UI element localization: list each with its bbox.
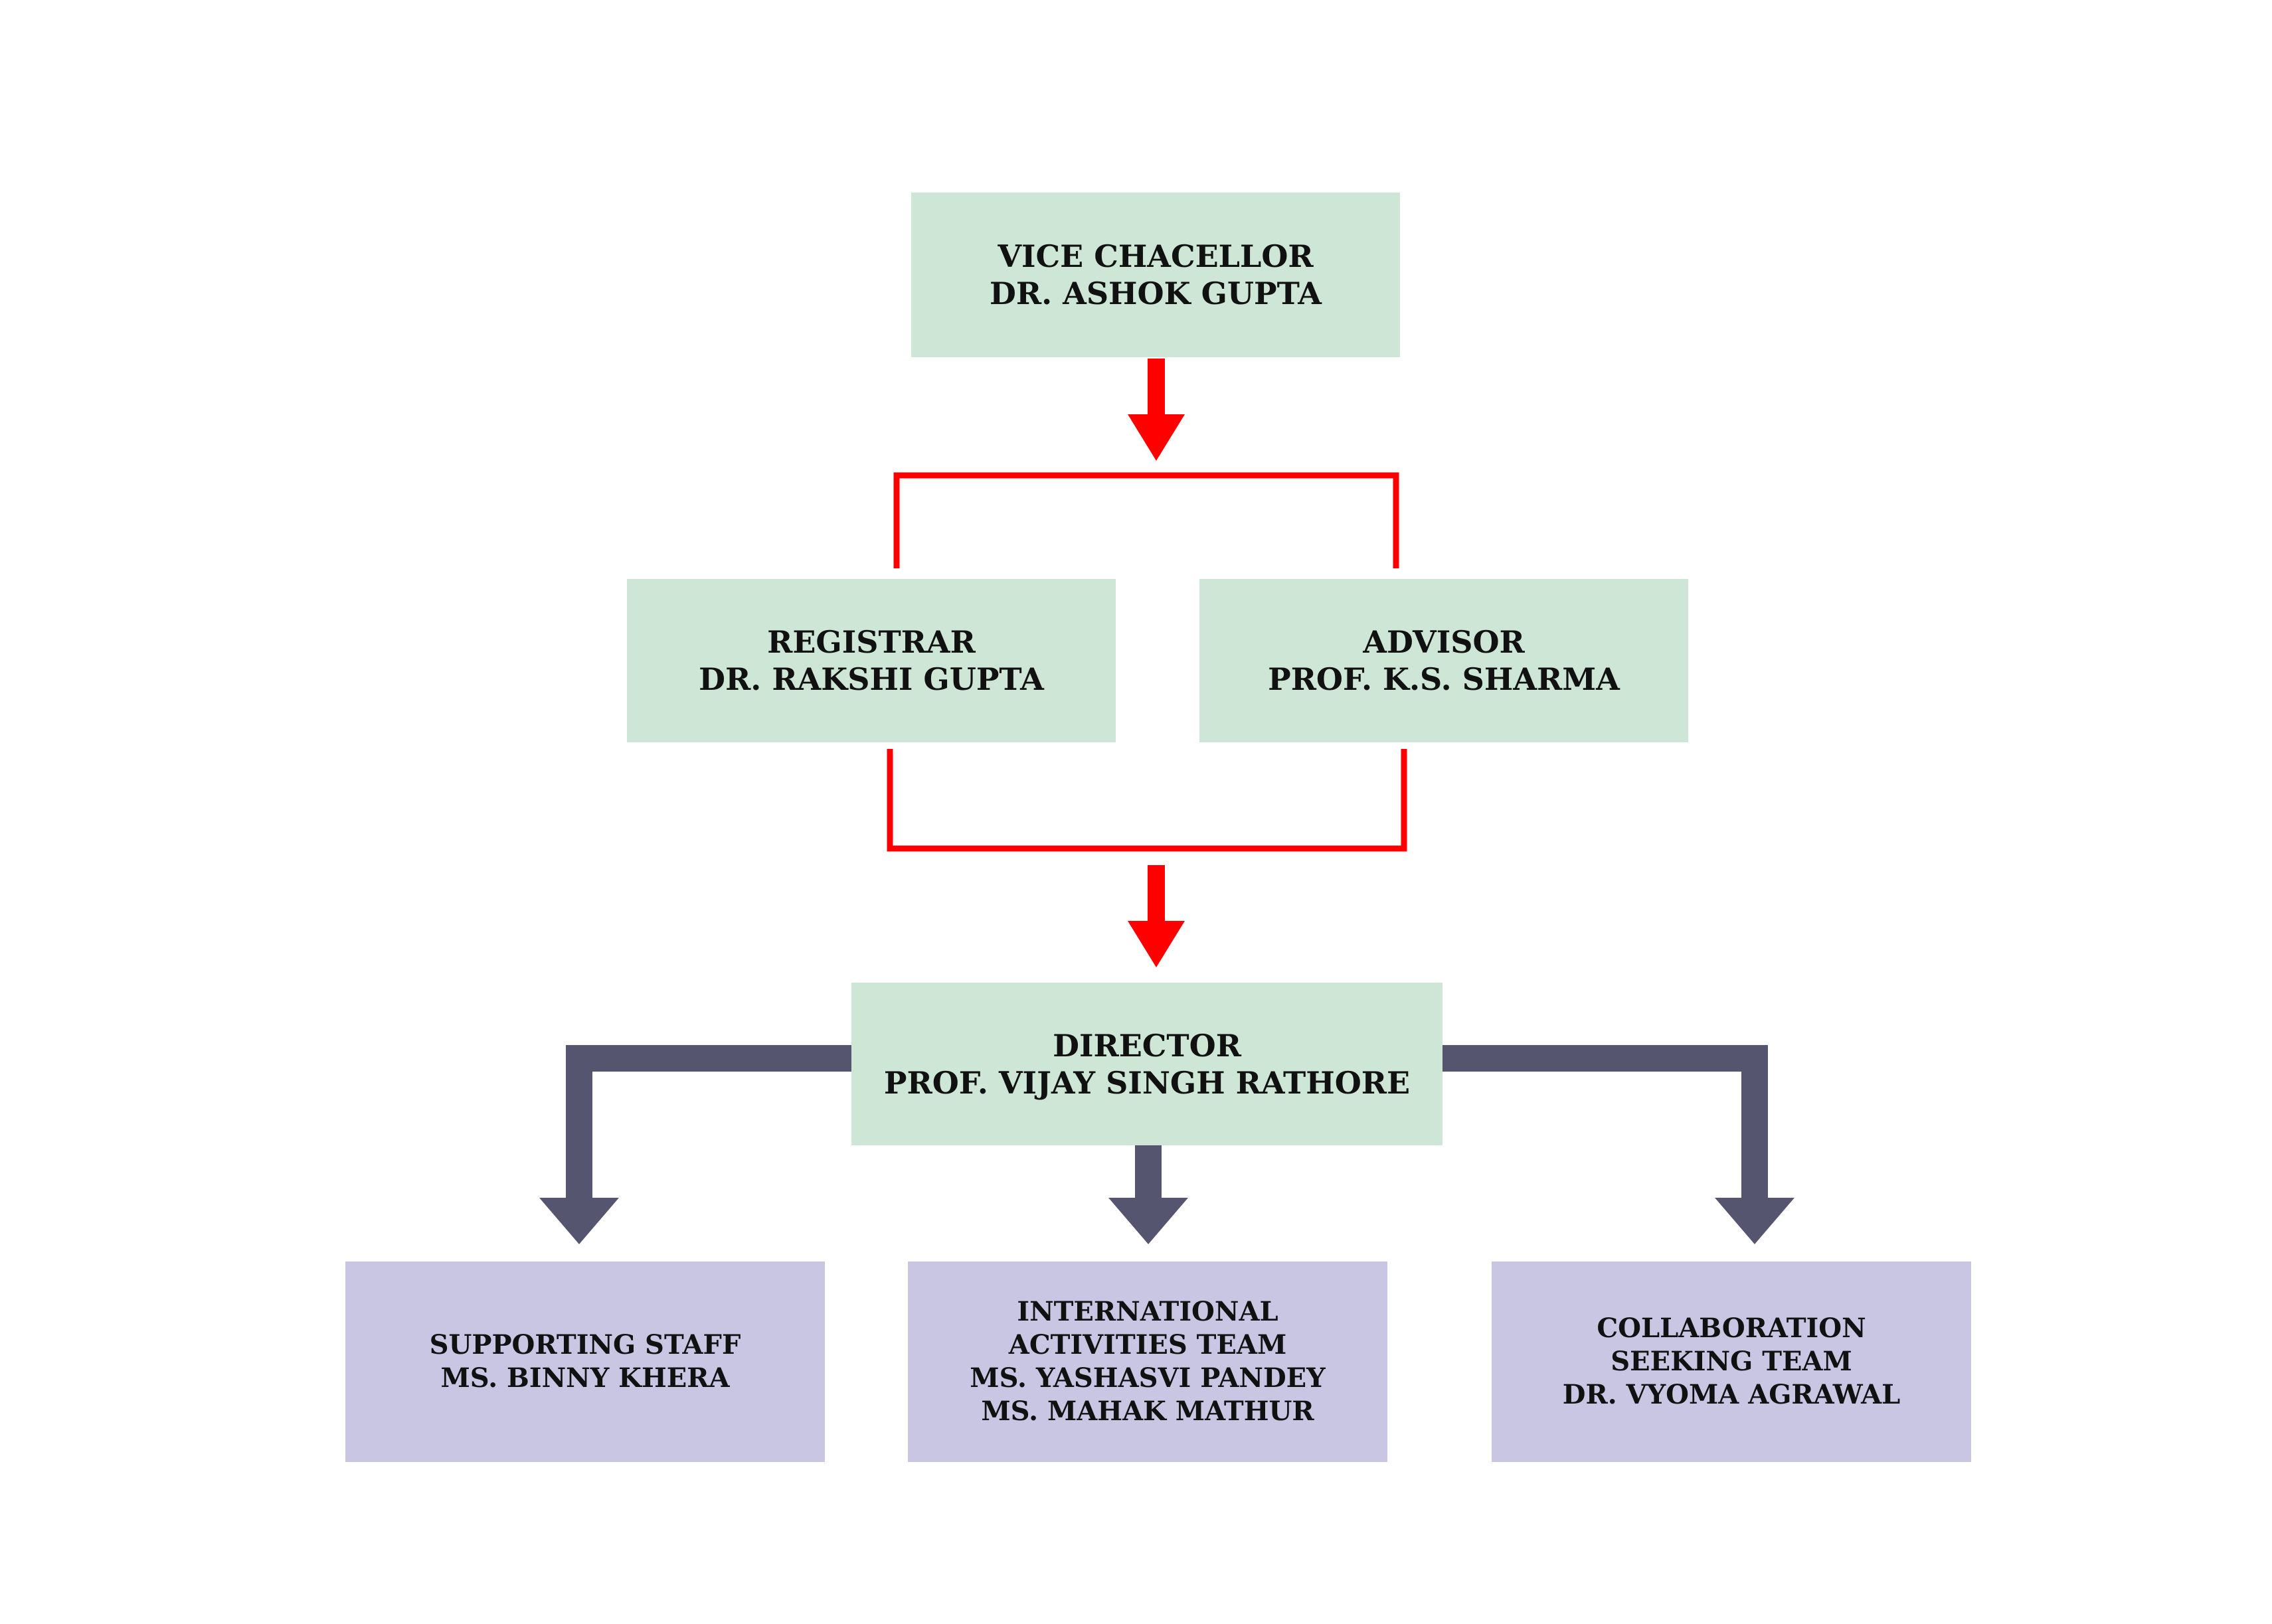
director-right-arrow xyxy=(1442,1045,1794,1244)
collaboration-team-title-2: SEEKING TEAM xyxy=(1611,1346,1852,1377)
collaboration-team-member: DR. VYOMA AGRAWAL xyxy=(1562,1379,1901,1410)
vc-down-arrow xyxy=(1128,359,1185,461)
vice-chancellor-name: DR. ASHOK GUPTA xyxy=(990,276,1322,311)
director-name: PROF. VIJAY SINGH RATHORE xyxy=(883,1064,1411,1101)
registrar-name: DR. RAKSHI GUPTA xyxy=(699,661,1044,697)
international-team-title-1: INTERNATIONAL xyxy=(1017,1296,1278,1327)
supporting-staff-box: SUPPORTING STAFF MS. BINNY KHERA xyxy=(345,1261,825,1462)
vice-chancellor-box: VICE CHACELLOR DR. ASHOK GUPTA xyxy=(911,193,1400,357)
collaboration-team-box: COLLABORATION SEEKING TEAM DR. VYOMA AGR… xyxy=(1492,1261,1971,1462)
vice-chancellor-title: VICE CHACELLOR xyxy=(998,238,1314,274)
registrar-box: REGISTRAR DR. RAKSHI GUPTA xyxy=(627,579,1116,742)
director-left-arrow xyxy=(539,1045,851,1244)
supporting-staff-name: MS. BINNY KHERA xyxy=(440,1362,730,1394)
advisor-box: ADVISOR PROF. K.S. SHARMA xyxy=(1199,579,1688,742)
advisor-name: PROF. K.S. SHARMA xyxy=(1268,661,1620,697)
international-team-title-2: ACTIVITIES TEAM xyxy=(1008,1329,1287,1360)
merge-down-arrow xyxy=(1128,865,1185,967)
international-team-member-2: MS. MAHAK MATHUR xyxy=(981,1396,1314,1427)
collaboration-team-title-1: COLLABORATION xyxy=(1597,1313,1866,1344)
merge-bracket xyxy=(887,749,1407,852)
director-box: DIRECTOR PROF. VIJAY SINGH RATHORE xyxy=(851,983,1442,1145)
director-center-arrow xyxy=(1108,1145,1188,1244)
advisor-title: ADVISOR xyxy=(1363,624,1525,660)
director-title: DIRECTOR xyxy=(1053,1027,1241,1064)
supporting-staff-title: SUPPORTING STAFF xyxy=(429,1329,741,1360)
international-team-member-1: MS. YASHASVI PANDEY xyxy=(970,1362,1326,1394)
registrar-title: REGISTRAR xyxy=(767,624,976,660)
vc-branch-bracket xyxy=(893,472,1399,568)
international-team-box: INTERNATIONAL ACTIVITIES TEAM MS. YASHAS… xyxy=(908,1261,1387,1462)
